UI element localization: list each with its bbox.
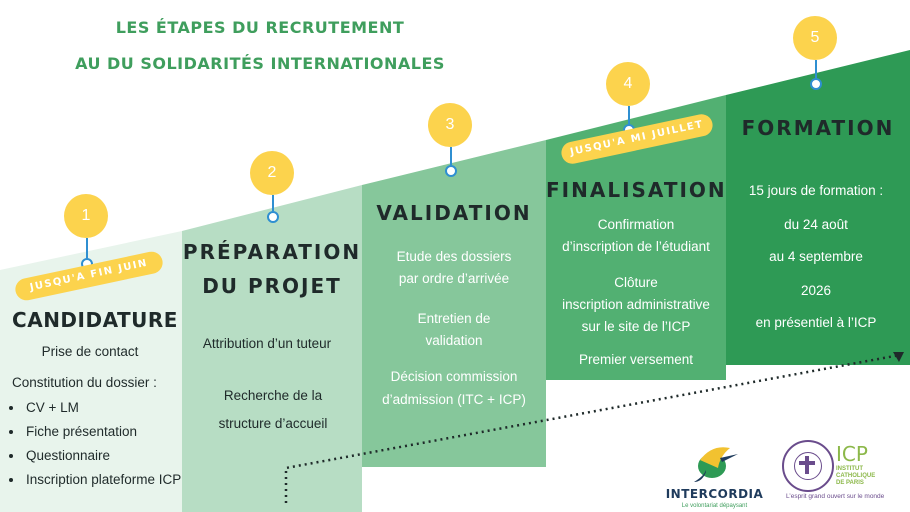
icp-seal-logo-icon [782,440,834,492]
step-2-line: structure d’accueil [218,416,328,431]
step-1-heading: CANDIDATURE [12,308,178,332]
icp-logo-line-1: INSTITUT [836,466,863,472]
step-3-line: Entretien de [417,311,491,326]
step-5-heading: FORMATION [741,116,895,140]
icp-logo-line-2: CATHOLIQUE [836,473,876,479]
step-5-line: du 24 août [784,217,848,232]
step-4-line: d’inscription de l’étudiant [562,239,710,254]
step-4-line: inscription administrative [562,297,710,312]
icp-logo-tagline: L’esprit grand ouvert sur le monde [786,493,885,500]
step-5-line: 2026 [800,283,832,298]
step-2-heading-line-2: DU PROJET [202,274,342,298]
step-5-line: 15 jours de formation : [748,183,884,198]
step-2-connector-dot [267,211,279,223]
step-1-document-item: Fiche présentation [24,420,189,444]
diagram-title-line-2: AU DU SOLIDARITÉS INTERNATIONALES [75,54,445,73]
step-3-line: validation [425,333,483,348]
step-1-document-item: Questionnaire [24,444,189,468]
step-4-line: Premier versement [578,352,694,367]
step-5-connector-dot [810,78,822,90]
step-4-panel [546,95,726,380]
step-3-panel [362,140,546,467]
step-3-line: d’admission (ITC + ICP) [382,392,526,407]
step-2-heading-line-1: PRÉPARATION [182,240,362,264]
progress-arrow-line [284,353,901,503]
step-5-line: en présentiel à l’ICP [755,315,877,330]
icp-logo-abbreviation: ICP [836,442,868,466]
step-2-panel [182,185,362,512]
step-3-connector-dot [445,165,457,177]
step-1-line: Constitution du dossier : [12,375,157,390]
step-4-number-marker: 4 [606,62,650,106]
step-3-line: par ordre d’arrivée [398,271,510,286]
progress-arrow-head [893,352,904,362]
step-3-line: Etude des dossiers [396,249,512,264]
step-1-connector [86,238,88,260]
intercordia-logo-tagline: Le volontariat dépaysant [681,503,748,509]
step-5-panel [726,50,910,365]
step-4-connector [628,106,630,124]
step-4-line: Clôture [614,275,658,290]
step-2-line: Recherche de la [223,388,323,403]
step-5-line: au 4 septembre [769,249,863,264]
step-1-number-marker: 1 [64,194,108,238]
intercordia-hummingbird-logo-icon [694,447,738,482]
step-3-line: Décision commission [390,369,518,384]
step-4-heading: FINALISATION [546,178,727,202]
diagram-title-line-1: LES ÉTAPES DU RECRUTEMENT [115,18,405,37]
step-3-number-marker: 3 [428,103,472,147]
step-2-line: Attribution d’un tuteur [202,336,332,351]
intercordia-logo-name: INTERCORDIA [665,487,764,501]
step-1-document-item: Inscription plateforme ICP [24,468,189,492]
step-2-number-marker: 2 [250,151,294,195]
step-5-number-marker: 5 [793,16,837,60]
step-1-document-list: CV + LM Fiche présentation Questionnaire… [12,396,189,492]
step-5-connector [815,60,817,78]
step-1-panel [0,231,182,512]
step-4-line: Confirmation [597,217,675,232]
step-3-heading: VALIDATION [376,201,532,225]
step-4-line: sur le site de l’ICP [581,319,691,334]
step-1-document-item: CV + LM [24,396,189,420]
step-2-connector [272,195,274,211]
icp-logo-line-3: DE PARIS [836,480,864,486]
step-1-line: Prise de contact [41,344,139,359]
step-3-connector [450,147,452,165]
